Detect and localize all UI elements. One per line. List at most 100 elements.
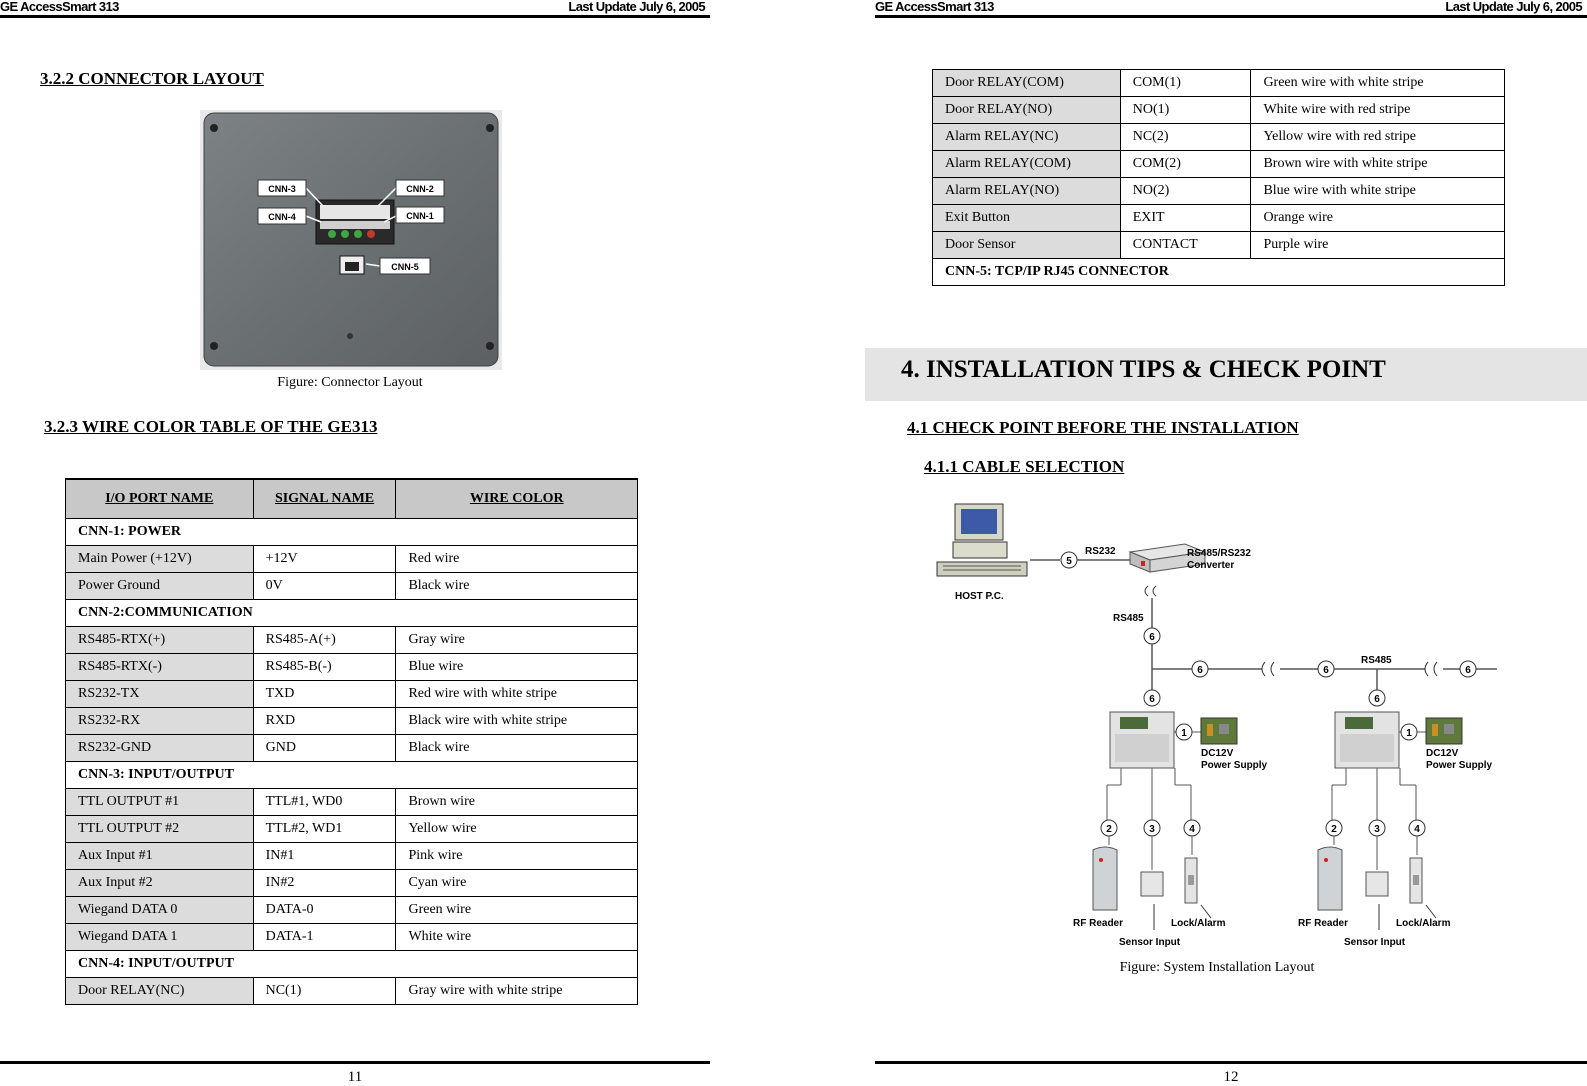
svg-text:RF Reader: RF Reader — [1298, 918, 1348, 929]
svg-text:6: 6 — [1149, 694, 1155, 705]
marker-6: 6 — [1143, 627, 1161, 645]
io-port-cell: Exit Button — [932, 204, 1121, 232]
io-port-cell: Door Sensor — [932, 231, 1121, 259]
wire-color-table: I/O PORT NAME SIGNAL NAME WIRE COLOR CNN… — [65, 478, 638, 1005]
wire-color-cell: Purple wire — [1250, 231, 1505, 259]
wire-color-cell: Gray wire with white stripe — [395, 977, 638, 1005]
converter-icon — [1128, 543, 1207, 573]
marker-4: 4 — [1183, 819, 1201, 837]
svg-text:3: 3 — [1149, 824, 1155, 835]
cnn-4-callout: CNN-4 — [257, 207, 322, 225]
wire-color-cell: Gray wire — [395, 626, 638, 654]
table-row: Alarm RELAY(COM)COM(2)Brown wire with wh… — [932, 150, 1505, 178]
lock-b: Lock/Alarm — [1396, 857, 1451, 929]
sensor-b: Sensor Input — [1344, 871, 1406, 948]
io-port-cell: RS232-RX — [65, 707, 254, 735]
wire-color-cell: Blue wire with white stripe — [1250, 177, 1505, 205]
signal-cell: 0V — [252, 572, 397, 600]
rs485-bus-label: RS485 — [1361, 655, 1392, 666]
page-number: 11 — [347, 1069, 363, 1085]
signal-cell: NC(2) — [1119, 123, 1252, 151]
svg-text:3: 3 — [1374, 824, 1380, 835]
io-port-cell: Alarm RELAY(NC) — [932, 123, 1121, 151]
io-port-cell: TTL OUTPUT #1 — [65, 788, 254, 816]
io-port-cell: TTL OUTPUT #2 — [65, 815, 254, 843]
cnn-5-callout: CNN-5 — [365, 257, 431, 275]
marker-6: 6 — [1368, 689, 1386, 707]
io-port-cell: Alarm RELAY(NO) — [932, 177, 1121, 205]
table-group-row: CNN-3: INPUT/OUTPUT — [65, 761, 638, 789]
wire-color-cell: Brown wire — [395, 788, 638, 816]
io-port-cell: Wiegand DATA 1 — [65, 923, 254, 951]
wire-color-cell: Green wire — [395, 896, 638, 924]
header-title: GE AccessSmart 313 — [0, 0, 119, 14]
signal-cell: IN#1 — [252, 842, 397, 870]
controller-unit-b — [1334, 711, 1400, 769]
svg-text:6: 6 — [1465, 665, 1471, 676]
io-port-cell: Wiegand DATA 0 — [65, 896, 254, 924]
wire-color-cell: Green wire with white stripe — [1250, 69, 1505, 97]
controller-unit-a — [1109, 711, 1175, 769]
signal-cell: DATA-0 — [252, 896, 397, 924]
cnn-1-label: CNN-1 — [406, 211, 434, 221]
rf-reader-b: RF Reader — [1298, 846, 1348, 929]
svg-text:2: 2 — [1106, 824, 1112, 835]
power-supply-a: DC12V Power Supply — [1200, 717, 1268, 771]
svg-text:DC12V: DC12V — [1201, 748, 1234, 759]
cnn-2-callout: CNN-2 — [377, 179, 445, 207]
svg-text:Sensor Input: Sensor Input — [1119, 937, 1181, 948]
rs232-label: RS232 — [1085, 546, 1116, 557]
signal-cell: COM(2) — [1119, 150, 1252, 178]
signal-cell: IN#2 — [252, 869, 397, 897]
marker-1: 1 — [1175, 723, 1193, 741]
footer-rule — [875, 1061, 1587, 1064]
io-port-cell: Alarm RELAY(COM) — [932, 150, 1121, 178]
signal-cell: CONTACT — [1119, 231, 1252, 259]
svg-text:DC12V: DC12V — [1426, 748, 1459, 759]
sensor-a: Sensor Input — [1119, 871, 1181, 948]
marker-3: 3 — [1368, 819, 1386, 837]
io-port-cell: Door RELAY(COM) — [932, 69, 1121, 97]
wire-color-cell: White wire with red stripe — [1250, 96, 1505, 124]
svg-text:Lock/Alarm: Lock/Alarm — [1171, 918, 1226, 929]
svg-text:6: 6 — [1149, 632, 1155, 643]
table-row: Door RELAY(COM)COM(1)Green wire with whi… — [932, 69, 1505, 97]
signal-cell: GND — [252, 734, 397, 762]
connector-group-label: CNN-1: POWER — [65, 518, 638, 546]
signal-cell: NO(2) — [1119, 177, 1252, 205]
section-heading-connector-layout: 3.2.2 CONNECTOR LAYOUT — [40, 69, 264, 88]
header-date: Last Update July 6, 2005 — [1445, 0, 1582, 14]
wire-color-cell: Cyan wire — [395, 869, 638, 897]
io-port-cell: RS485-RTX(-) — [65, 653, 254, 681]
wire-color-cell: Orange wire — [1250, 204, 1505, 232]
column-header-signal: SIGNAL NAME — [252, 478, 397, 519]
wire-color-cell: Black wire — [395, 734, 638, 762]
wire-color-cell: Yellow wire with red stripe — [1250, 123, 1505, 151]
wire-color-cell: White wire — [395, 923, 638, 951]
lock-a: Lock/Alarm — [1171, 857, 1226, 929]
wire-color-cell: Brown wire with white stripe — [1250, 150, 1505, 178]
io-port-cell: Aux Input #2 — [65, 869, 254, 897]
svg-text:1: 1 — [1181, 728, 1187, 739]
io-port-cell: Door RELAY(NO) — [932, 96, 1121, 124]
wire-color-cell: Red wire with white stripe — [395, 680, 638, 708]
converter-label-line2: Converter — [1187, 560, 1234, 571]
page-11: GE AccessSmart 313 Last Update July 6, 2… — [0, 0, 710, 1086]
marker-4: 4 — [1408, 819, 1426, 837]
connector-group-label: CNN-4: INPUT/OUTPUT — [65, 950, 638, 978]
host-pc-label: HOST P.C. — [955, 591, 1004, 602]
connector-group-label: CNN-3: INPUT/OUTPUT — [65, 761, 638, 789]
chapter-band — [865, 348, 1587, 401]
figure-caption-installation: Figure: System Installation Layout — [1119, 960, 1315, 975]
figure-caption-connector: Figure: Connector Layout — [277, 375, 423, 390]
svg-text:RF Reader: RF Reader — [1073, 918, 1123, 929]
cnn-3-callout: CNN-3 — [257, 179, 324, 207]
